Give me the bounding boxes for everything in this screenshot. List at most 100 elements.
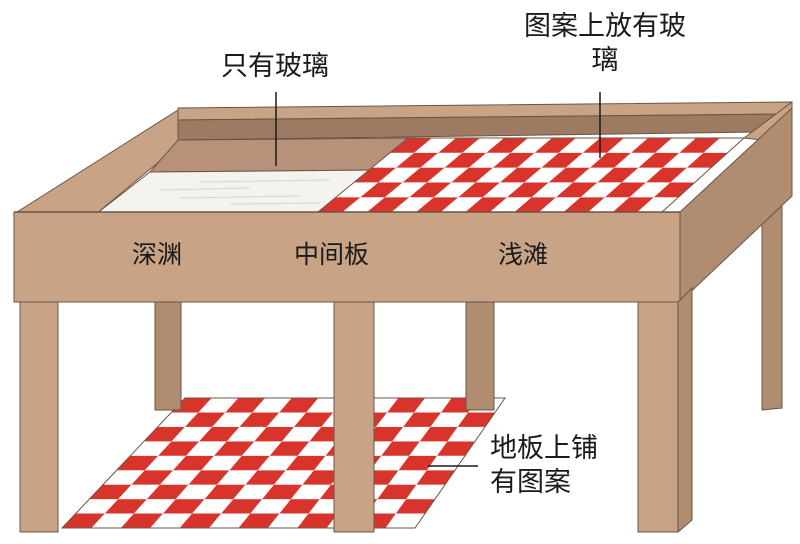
floor-checker-square: [266, 412, 307, 427]
shallow-checker-square: [391, 197, 434, 212]
shallow-checker-square: [703, 138, 744, 153]
floor-checker-square: [160, 470, 202, 485]
shallow-checker-square: [493, 152, 535, 168]
floor-checker-square: [212, 412, 253, 427]
floor-checker-square: [184, 412, 226, 427]
floor-checker-square: [146, 484, 189, 500]
floor-checker-square: [375, 412, 415, 427]
shallow-checker-square: [507, 182, 549, 198]
shallow-checker-square: [531, 182, 574, 198]
shallow-checker-square: [420, 152, 463, 168]
shallow-checker-square: [558, 138, 600, 153]
floor-checker-square: [133, 499, 176, 514]
shallow-checker-square: [590, 152, 632, 168]
floor-checker-square: [173, 455, 214, 471]
pattern-with-glass-callout: 图案上放有玻璃: [524, 11, 686, 76]
shallow-checker-square: [438, 138, 480, 153]
floor-checker-square: [403, 412, 442, 427]
floor-checker-square: [279, 398, 319, 413]
floor-checker-square: [279, 499, 320, 514]
floor-checker-square: [274, 470, 315, 485]
deep-side-label: 深渊: [122, 234, 193, 276]
floor-checker-square: [381, 441, 420, 456]
shallow-checker-square: [440, 197, 483, 212]
shallow-checker-square: [336, 182, 379, 198]
floor-checker-square: [430, 412, 469, 427]
floor-checker-square: [201, 455, 242, 471]
shallow-checker-square: [631, 138, 672, 153]
shallow-checker-square: [534, 138, 576, 153]
shallow-checker-square: [573, 167, 615, 183]
shallow-checker-square: [638, 152, 680, 168]
shallow-checker-square: [378, 167, 421, 183]
floor-checker-square: [377, 484, 417, 500]
shallow-checker-square: [563, 197, 606, 212]
shallow-checker-square: [372, 152, 415, 168]
floor-checker-square: [238, 513, 280, 528]
floor-checker-square: [179, 513, 222, 528]
shallow-checker-square: [360, 182, 403, 198]
shallow-checker-square: [416, 197, 459, 212]
shallow-checker-square: [582, 138, 624, 153]
shallow-checker-square: [637, 197, 679, 212]
floor-checker-square: [281, 426, 322, 442]
floor-checker-square: [209, 513, 251, 528]
shallow-checker-square: [409, 182, 452, 198]
shallow-checker-square: [402, 167, 445, 183]
shallow-checker-square: [354, 167, 397, 183]
front-right-leg: [637, 301, 679, 533]
front-right-leg-side: [677, 286, 693, 534]
floor-checker-square: [262, 484, 303, 500]
floor-checker-square: [229, 455, 270, 471]
shallow-checker-square: [475, 167, 518, 183]
floor-checker-square: [91, 513, 134, 528]
floor-checker-square: [414, 398, 452, 413]
floor-checker-square: [395, 499, 435, 514]
floor-checker-square: [239, 412, 280, 427]
shallow-checker-square: [605, 182, 647, 198]
center-board-label: 中间板: [284, 234, 380, 276]
floor-checker-square: [392, 426, 431, 442]
floor-checker-square: [217, 470, 258, 485]
floor-checker-square: [158, 441, 200, 456]
floor-checker-square: [214, 441, 255, 456]
shallow-checkerboard: [318, 138, 744, 212]
floor-checker-square: [233, 484, 274, 500]
floor-checker-square: [254, 426, 295, 442]
floor-checker-square: [302, 470, 343, 485]
shallow-checker-square: [396, 152, 439, 168]
shallow-checker-square: [462, 138, 504, 153]
shallow-checker-square: [451, 167, 494, 183]
back-middle-leg: [465, 299, 495, 411]
floor-checker-square: [163, 499, 205, 514]
shallow-checker-square: [384, 182, 428, 198]
shallow-checker-square: [390, 138, 432, 153]
floor-checker-square: [290, 484, 331, 500]
floor-checker-square: [144, 426, 185, 442]
shallow-checker-square: [465, 197, 508, 212]
shallow-checker-square: [541, 152, 583, 168]
shallow-checker-square: [607, 138, 648, 153]
floor-pattern-callout: 地板上铺有图案: [490, 433, 598, 498]
shallow-checker-square: [588, 197, 630, 212]
floor-checkerboard-outline: [60, 397, 506, 529]
shallow-checker-square: [597, 167, 639, 183]
shallow-checker-square: [517, 152, 559, 168]
shallow-checker-square: [686, 152, 728, 168]
floor-checker-square: [188, 470, 230, 485]
floor-checker-square: [437, 441, 475, 456]
floor-checker-square: [131, 470, 174, 485]
floor-checker-square: [269, 441, 310, 456]
glass-streak: [229, 202, 321, 205]
floor-checker-square: [285, 455, 326, 471]
floor-checker-square: [241, 441, 282, 456]
shallow-checker-square: [653, 182, 695, 198]
shallow-checker-square: [510, 138, 552, 153]
floor-checker-square: [416, 470, 455, 485]
shallow-checker-square: [565, 152, 608, 168]
floor-checker-square: [294, 412, 334, 427]
floor-checker-square: [144, 455, 187, 471]
floor-checker-square: [297, 441, 338, 456]
